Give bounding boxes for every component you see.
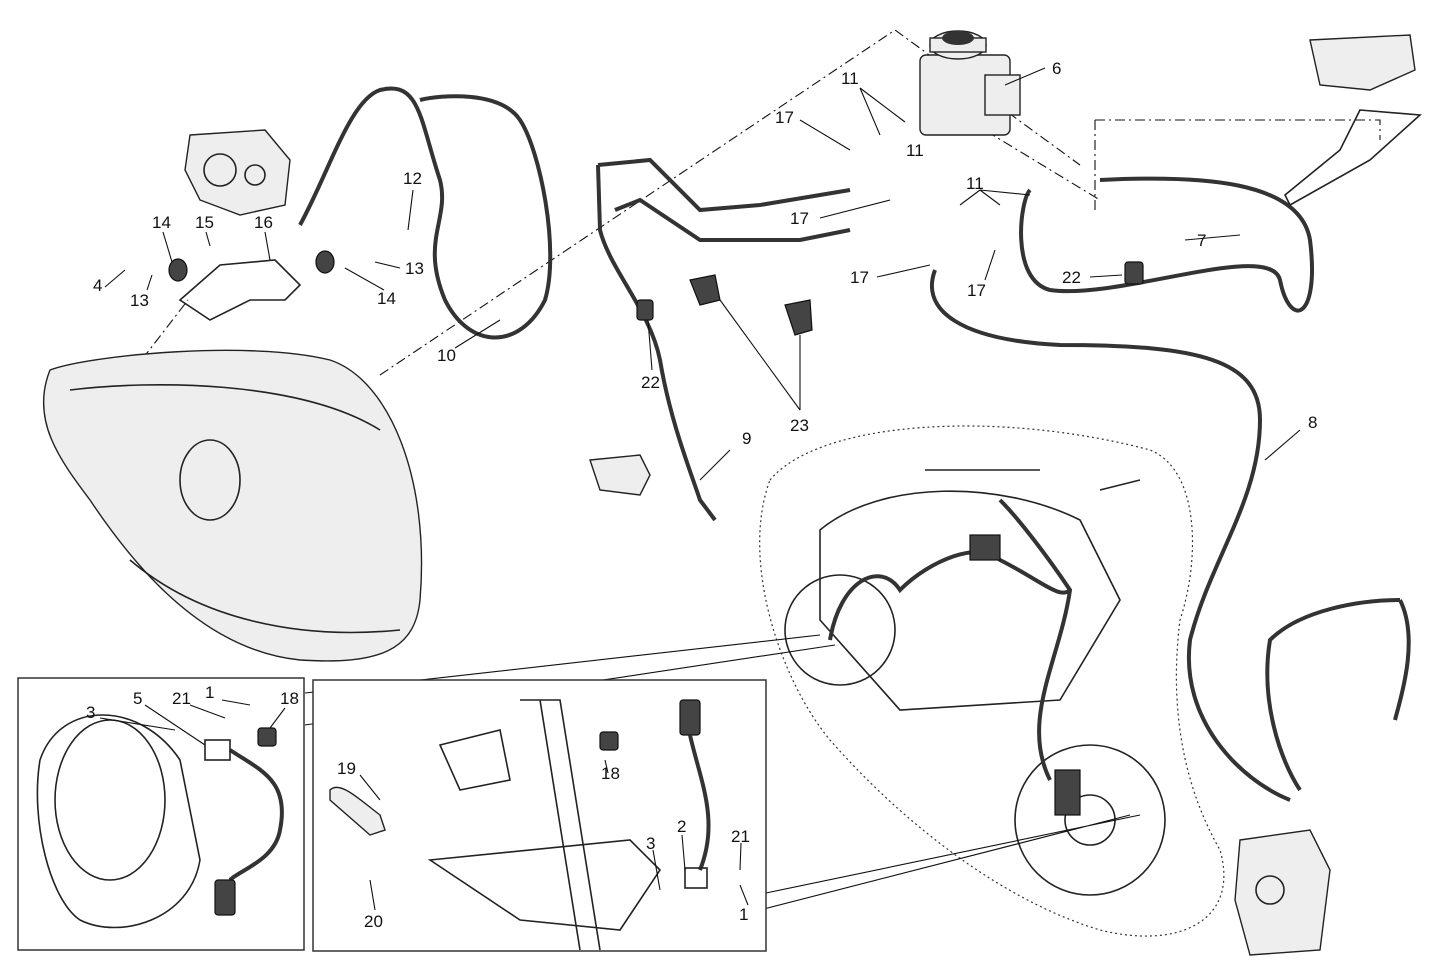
label-2: 2: [677, 817, 686, 836]
motorcycle: [784, 469, 1166, 896]
label-21: 21: [172, 689, 191, 708]
label-3: 3: [646, 834, 655, 853]
rear-master-cylinder: [589, 454, 651, 496]
label-13: 13: [130, 291, 149, 310]
label-11: 11: [906, 141, 924, 160]
label-18: 18: [280, 689, 299, 708]
bushing: [315, 250, 335, 274]
label-11: 11: [966, 174, 984, 193]
front-master-cylinder: [1283, 34, 1422, 207]
caliper-bracket: [178, 259, 302, 321]
label-8: 8: [1308, 413, 1317, 432]
bushing: [168, 258, 188, 282]
part-number-labels: 6 11 11 11 17 17 17 17 12 14 15 16 4 13 …: [86, 59, 1317, 931]
label-13: 13: [405, 259, 424, 278]
label-22: 22: [1062, 268, 1081, 287]
hose-8: [929, 269, 1291, 802]
label-12: 12: [403, 169, 422, 188]
label-18: 18: [601, 764, 620, 783]
pipe-abs-lines: [597, 157, 851, 242]
grommet: [1124, 261, 1144, 285]
label-15: 15: [195, 213, 214, 232]
label-20: 20: [364, 912, 383, 931]
left-inset-frame: [17, 677, 305, 951]
hose-10: [298, 86, 553, 340]
label-17: 17: [967, 281, 986, 300]
hose-9: [596, 164, 717, 522]
abs-unit: [919, 30, 1021, 136]
label-17: 17: [850, 268, 869, 287]
front-caliper: [1234, 829, 1331, 956]
grommet: [636, 299, 654, 321]
rear-sensor-ring: [36, 714, 284, 929]
hose-clip: [689, 274, 721, 306]
rear-caliper: [184, 129, 291, 216]
label-23: 23: [790, 416, 809, 435]
label-21: 21: [731, 827, 750, 846]
label-1: 1: [739, 905, 748, 924]
label-17: 17: [790, 209, 809, 228]
hose-clip: [784, 299, 813, 336]
motorcycle-outline-region: [759, 425, 1225, 937]
leader-lines: [99, 67, 1301, 911]
label-11: 11: [841, 69, 859, 88]
label-5: 5: [133, 689, 142, 708]
label-22: 22: [641, 373, 660, 392]
label-4: 4: [93, 276, 102, 295]
label-3: 3: [86, 703, 95, 722]
label-9: 9: [742, 429, 751, 448]
label-19: 19: [337, 759, 356, 778]
label-14: 14: [152, 213, 171, 232]
label-14: 14: [377, 289, 396, 308]
front-fork-sensor: [329, 699, 711, 951]
hose-7: [1019, 176, 1314, 313]
front-hose: [1265, 598, 1411, 792]
label-17: 17: [775, 108, 794, 127]
label-10: 10: [437, 346, 456, 365]
assembly-line-main: [129, 29, 1381, 376]
label-7: 7: [1197, 231, 1206, 250]
fuel-tank: [42, 349, 423, 662]
label-1: 1: [205, 683, 214, 702]
label-6: 6: [1052, 59, 1061, 78]
label-16: 16: [254, 213, 273, 232]
